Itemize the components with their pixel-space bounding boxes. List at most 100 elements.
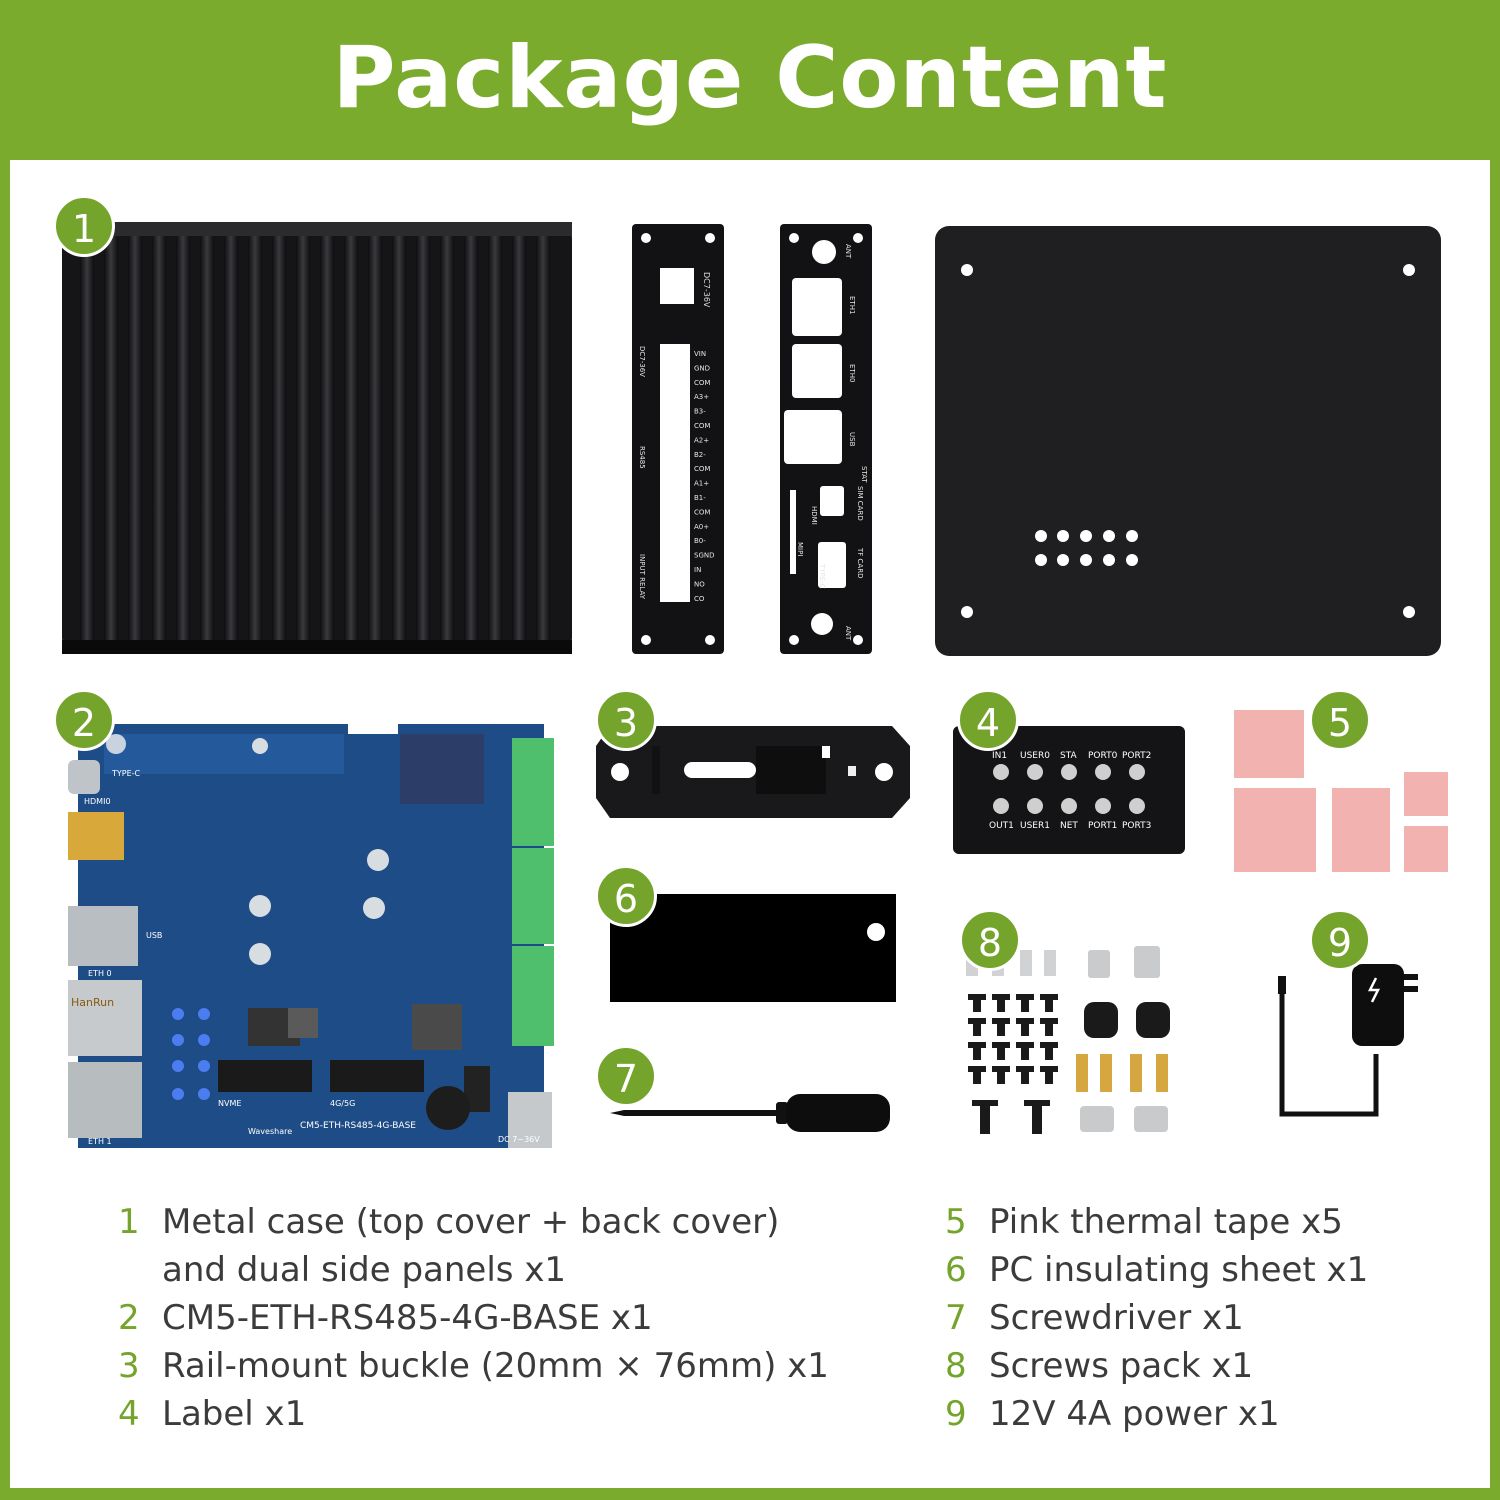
panel-a-pin-label: NO <box>694 580 705 588</box>
label-top-text: IN1 <box>992 751 1007 761</box>
heatsink-fin <box>248 232 262 644</box>
screw <box>968 1042 986 1060</box>
badge-6: 6 <box>595 865 657 927</box>
panel-a-pin-label: COM <box>694 465 710 473</box>
badge-7: 7 <box>595 1045 657 1107</box>
label-led-hole <box>1027 764 1043 780</box>
heatsink-fin <box>128 232 142 644</box>
panel-a-pin-label: CO <box>694 595 705 603</box>
metal-case-image <box>62 222 572 654</box>
panel-b-label: TYPE-C <box>818 563 826 589</box>
screws-pack-image <box>962 946 1206 1142</box>
board-port-label: USB <box>146 931 162 940</box>
legend-item-7: 7 Screwdriver x1 <box>945 1294 1485 1342</box>
label-led-hole <box>1061 798 1077 814</box>
heatsink-fin <box>272 232 286 644</box>
label-bottom-text: PORT1 <box>1088 821 1117 831</box>
legend-text: Pink thermal tape x5 <box>989 1202 1343 1242</box>
power-adapter-image <box>1272 956 1422 1122</box>
legend-item-6: 6 PC insulating sheet x1 <box>945 1246 1485 1294</box>
legend-text: Screwdriver x1 <box>989 1298 1244 1338</box>
legend-number: 2 <box>118 1298 140 1338</box>
panel-a-group-label: INPUT RELAY <box>638 554 646 600</box>
screw <box>992 1018 1010 1036</box>
panel-b-label: TF CARD <box>856 547 864 578</box>
panel-b-label: MIPI <box>796 542 804 556</box>
label-bottom-text: USER1 <box>1020 821 1050 831</box>
heatsink-fin <box>536 232 550 644</box>
legend-number: 6 <box>945 1250 967 1290</box>
thermal-tape-image <box>1232 708 1450 874</box>
board-port-label: 4G/5G <box>330 1099 355 1108</box>
screw <box>1016 1042 1034 1060</box>
long-screw <box>1024 1100 1050 1134</box>
legend-text-continued: and dual side panels x1 <box>162 1250 567 1290</box>
heatsink-fin <box>80 232 94 644</box>
board-port-label: ETH 0 <box>88 969 112 978</box>
panel-a-group-label: DC7-36V <box>638 346 646 377</box>
panel-b-label: ANT <box>844 626 852 641</box>
legend-right: 5 Pink thermal tape x5 6 PC insulating she… <box>945 1198 1485 1438</box>
badge-3: 3 <box>595 689 657 751</box>
panel-b-label: SIM CARD <box>856 486 864 521</box>
board-port-label: TYPE-C <box>111 769 141 778</box>
page-title: Package Content <box>332 28 1168 128</box>
legend-number: 5 <box>945 1202 967 1242</box>
badge-8: 8 <box>959 909 1021 971</box>
screw <box>1016 1066 1034 1084</box>
screwdriver-image <box>610 1090 892 1136</box>
heatsink-fin <box>200 232 214 644</box>
insulating-sheet-image <box>610 894 896 1002</box>
screw <box>1040 1042 1058 1060</box>
badge-1: 1 <box>53 195 115 257</box>
panel-b-label: ETH1 <box>848 296 856 314</box>
label-top-text: PORT2 <box>1122 751 1151 761</box>
screw <box>992 994 1010 1012</box>
heatsink-fin <box>368 232 382 644</box>
panel-a-pin-label: A2+ <box>694 436 709 444</box>
board-power-text: DC 7~36V <box>498 1135 540 1144</box>
screw <box>968 1066 986 1084</box>
long-screw <box>972 1100 998 1134</box>
screw <box>1040 1066 1058 1084</box>
panel-a-pin-label: A1+ <box>694 480 709 488</box>
heatsink-fin <box>416 232 430 644</box>
label-led-hole <box>1129 764 1145 780</box>
panel-a-pin-label: B0- <box>694 537 706 545</box>
heatsink-fin <box>344 232 358 644</box>
screw <box>1040 994 1058 1012</box>
badge-4: 4 <box>957 689 1019 751</box>
panel-a-power-label: DC7-36V <box>702 272 711 308</box>
heatsink-fin <box>104 232 118 644</box>
panel-a-pin-label: B3- <box>694 408 706 416</box>
legend-item-5: 5 Pink thermal tape x5 <box>945 1198 1485 1246</box>
panel-a-group-label: RS485 <box>638 446 646 469</box>
label-led-hole <box>1095 798 1111 814</box>
panel-a-pin-label: B2- <box>694 451 706 459</box>
panel-a-pin-label: A0+ <box>694 523 709 531</box>
legend-number: 1 <box>118 1202 140 1242</box>
label-bottom-text: PORT3 <box>1122 821 1151 831</box>
panel-b-label: ANT <box>844 244 852 259</box>
panel-a-pin-label: SGND <box>694 552 715 560</box>
panel-a-pin-label: IN <box>694 566 701 574</box>
panel-b-label: STAT <box>860 466 868 483</box>
legend-text: PC insulating sheet x1 <box>989 1250 1369 1290</box>
panel-a-pin-label: A3+ <box>694 393 709 401</box>
heatsink-fin <box>224 232 238 644</box>
legend-item-2: 2 CM5-ETH-RS485-4G-BASE x1 <box>118 1294 918 1342</box>
legend-text: Label x1 <box>162 1394 307 1434</box>
legend-text: CM5-ETH-RS485-4G-BASE x1 <box>162 1298 653 1338</box>
label-top-text: PORT0 <box>1088 751 1118 761</box>
panel-b-label: HDMI <box>810 506 818 525</box>
heatsink-fin <box>320 232 334 644</box>
screw <box>992 1042 1010 1060</box>
legend-number: 7 <box>945 1298 967 1338</box>
panel-a-pin-label: GND <box>694 364 710 372</box>
